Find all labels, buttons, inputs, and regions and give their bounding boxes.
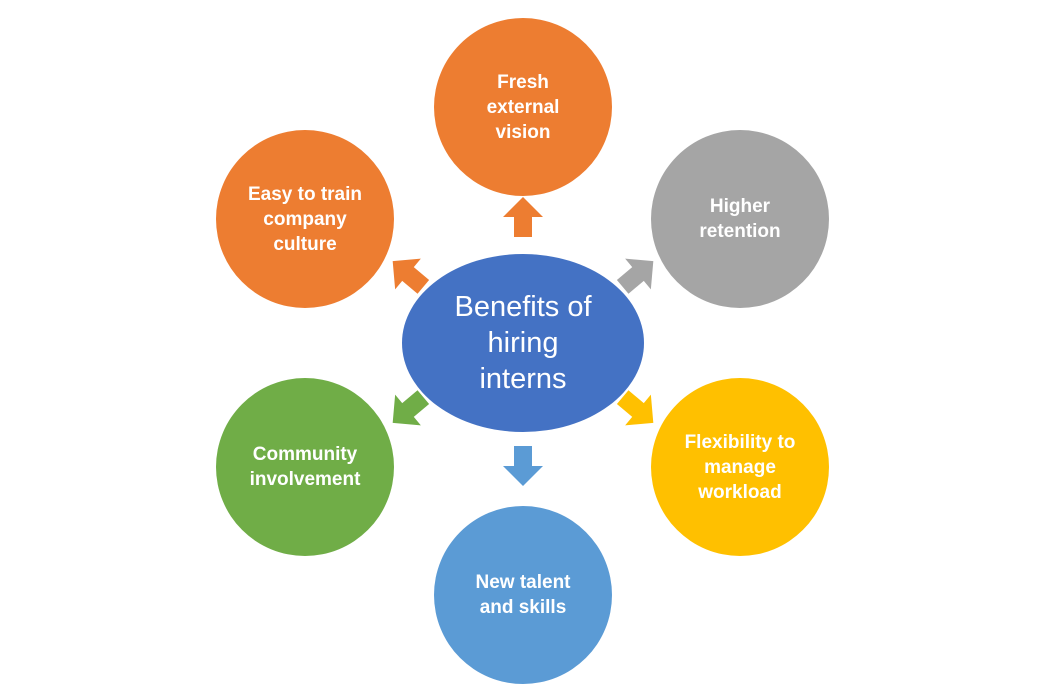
node-label: Community involvement (249, 444, 361, 490)
center-label: Benefits of hiring interns (454, 291, 592, 395)
arrow-shape (392, 258, 430, 294)
node-label: New talent and skills (475, 572, 571, 618)
node-label: Flexibility to manage workload (684, 431, 796, 503)
node-flexibility-to-manage-workload: Flexibility to manage workload (651, 378, 829, 556)
arrow-shape (503, 197, 543, 237)
center-node-benefits: Benefits of hiring interns (402, 254, 644, 432)
arrow-shape (616, 258, 654, 294)
node-new-talent-and-skills: New talent and skills (434, 506, 612, 684)
arrow-shape (392, 390, 430, 426)
node-label: Easy to train company culture (247, 183, 363, 255)
node-label: Higher retention (699, 196, 781, 242)
node-fresh-external-vision: Fresh external vision (434, 18, 612, 196)
node-label: Fresh external vision (486, 71, 560, 143)
node-easy-to-train-company-culture: Easy to train company culture (216, 130, 394, 308)
node-community-involvement: Community involvement (216, 378, 394, 556)
node-higher-retention: Higher retention (651, 130, 829, 308)
arrow-shape (503, 446, 543, 486)
arrow-shape (616, 390, 654, 426)
